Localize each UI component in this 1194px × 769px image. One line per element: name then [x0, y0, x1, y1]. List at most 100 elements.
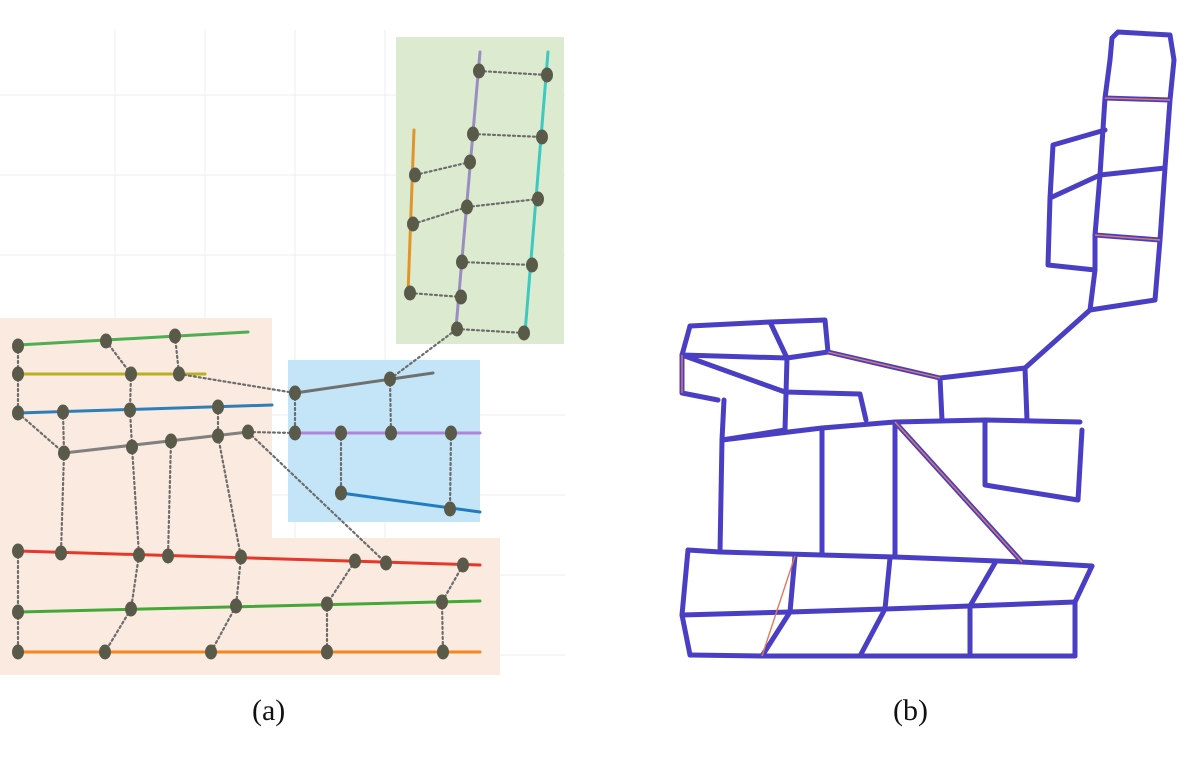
lane-node-24	[12, 543, 24, 559]
road-edge-17	[1022, 365, 1030, 423]
lane-node-32	[12, 604, 24, 620]
lane-node-51	[451, 321, 463, 337]
road-edge-6	[1087, 237, 1163, 313]
lane-node-18	[289, 425, 301, 441]
road-overlay-1	[1104, 97, 1171, 101]
lane-node-7	[12, 405, 24, 421]
caption-b: (b)	[893, 694, 928, 727]
lane-node-14	[212, 428, 224, 444]
lane-node-40	[321, 644, 333, 660]
road-edge-19	[782, 389, 869, 423]
lane-node-27	[162, 548, 174, 564]
lane-connection-27	[325, 559, 357, 606]
lane-node-54	[532, 191, 544, 207]
lane-line-9	[16, 599, 482, 614]
lane-node-53	[536, 129, 548, 145]
lane-connection-20	[448, 431, 453, 511]
lane-node-42	[409, 167, 421, 183]
lane-node-5	[125, 366, 137, 382]
road-edge-8	[1022, 307, 1093, 371]
road-edge-28	[679, 599, 1078, 618]
lane-node-38	[99, 644, 111, 660]
lane-line-7	[339, 491, 482, 514]
lane-connection-16	[246, 430, 388, 565]
lane-node-30	[380, 555, 392, 571]
lane-node-56	[518, 325, 530, 341]
lane-connection-35	[477, 69, 549, 77]
road-edge-3	[1092, 165, 1168, 243]
lane-node-45	[473, 63, 485, 79]
lane-connection-7	[16, 411, 66, 455]
lane-node-17	[384, 371, 396, 387]
lane-node-44	[404, 285, 416, 301]
road-edge-4	[1045, 172, 1103, 273]
lane-node-9	[124, 402, 136, 418]
road-edge-21	[982, 417, 1085, 503]
road-edge-27	[679, 547, 693, 658]
road-edge-9	[687, 317, 831, 355]
road-edge-29	[687, 652, 1078, 659]
lane-connection-3	[104, 339, 133, 376]
lane-connection-12	[59, 451, 66, 555]
lane-line-1	[16, 330, 250, 347]
lane-connection-32	[408, 291, 463, 299]
lane-node-19	[335, 425, 347, 441]
road-edge-33	[1072, 563, 1095, 659]
lane-connection-11	[246, 430, 297, 435]
road-edge-15	[825, 349, 1028, 381]
region-blue	[288, 360, 480, 522]
lane-node-20	[385, 425, 397, 441]
lane-node-10	[212, 399, 224, 415]
road-overlay-4	[894, 421, 1023, 563]
lane-line-11	[406, 128, 416, 296]
lane-node-26	[133, 547, 145, 563]
lane-node-41	[437, 644, 449, 660]
lane-node-52	[541, 67, 553, 83]
lane-node-36	[436, 594, 448, 610]
lane-connection-6	[177, 372, 297, 395]
panel-a-lane-graph	[0, 30, 565, 675]
lane-connection-31	[388, 327, 459, 381]
lane-node-46	[467, 126, 479, 142]
road-edge-11	[767, 319, 790, 361]
panel-b-road-graph	[679, 29, 1177, 659]
lane-connection-14	[166, 439, 173, 558]
road-overlay-6	[761, 555, 796, 657]
road-overlay-3	[827, 351, 941, 379]
lane-node-3	[169, 328, 181, 344]
road-edge-16	[937, 375, 945, 423]
lane-connection-18	[388, 377, 393, 435]
lane-connection-25	[234, 555, 243, 608]
lane-node-31	[457, 557, 469, 573]
lane-line-12	[454, 50, 482, 330]
lane-node-43	[407, 216, 419, 232]
lane-node-22	[335, 485, 347, 501]
lane-connection-29	[440, 563, 465, 604]
lane-node-1	[12, 338, 24, 354]
lane-connection-15	[216, 434, 243, 559]
lane-node-48	[461, 199, 473, 215]
lane-connection-33	[411, 205, 469, 226]
lane-node-35	[321, 596, 333, 612]
lane-line-5	[293, 371, 435, 395]
lane-node-11	[58, 445, 70, 461]
lane-connection-24	[103, 607, 133, 654]
lane-node-47	[464, 154, 476, 170]
road-edge-13	[679, 352, 788, 395]
lane-node-55	[526, 257, 538, 273]
lane-node-16	[289, 385, 301, 401]
lane-connection-23	[129, 553, 141, 611]
lane-node-34	[230, 598, 242, 614]
lane-connection-34	[413, 160, 472, 177]
lane-node-2	[100, 333, 112, 349]
lane-node-37	[12, 644, 24, 660]
road-overlay-2	[1094, 234, 1161, 241]
lane-node-23	[444, 501, 456, 517]
lane-node-4	[12, 366, 24, 382]
lane-connection-13	[130, 445, 141, 557]
lane-connection-39	[455, 327, 526, 335]
lane-nodes	[12, 63, 553, 660]
road-edge-12	[679, 349, 831, 361]
region-green	[396, 37, 564, 344]
